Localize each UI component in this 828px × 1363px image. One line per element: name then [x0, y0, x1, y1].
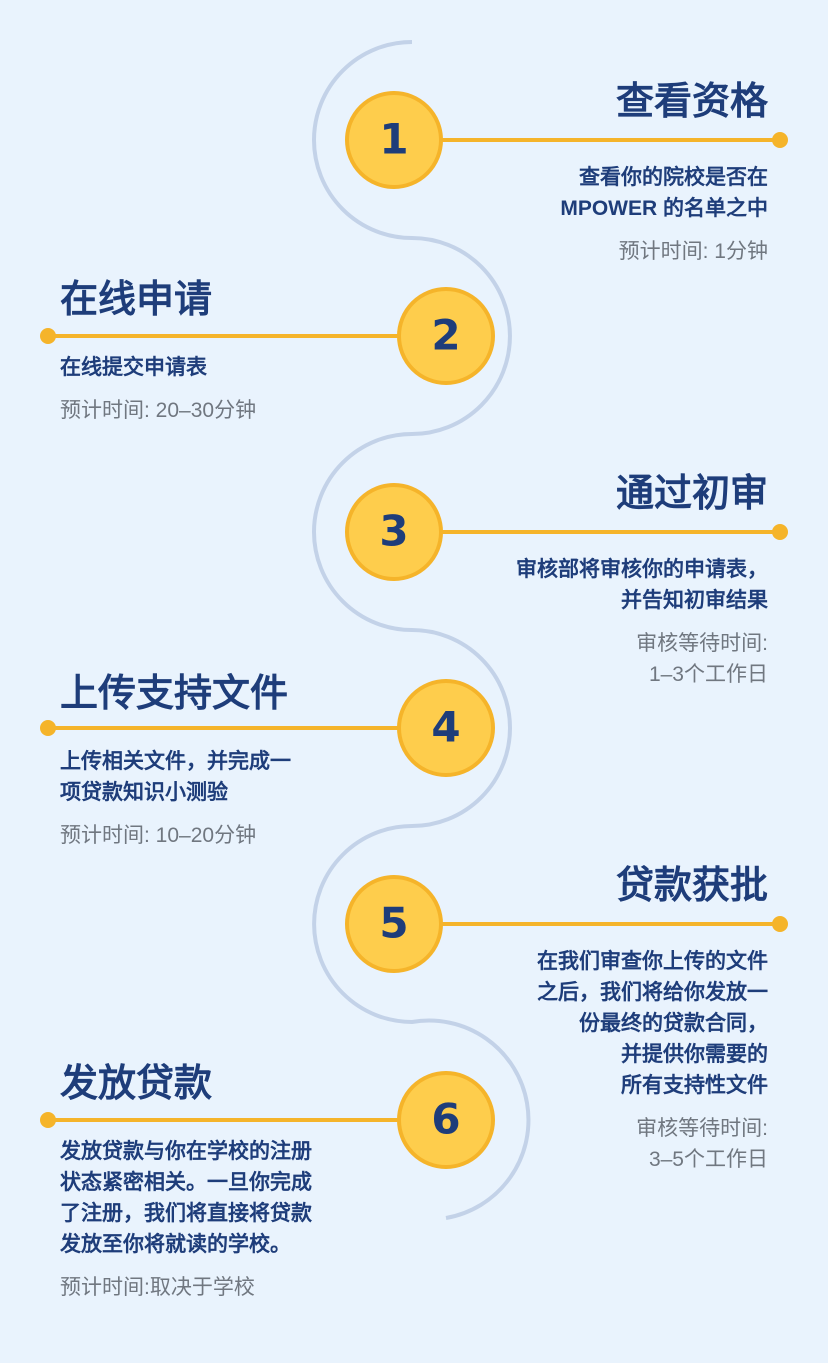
- step-6-connector-dot: [40, 1112, 56, 1128]
- step-3-number: 3: [379, 507, 408, 556]
- step-4-number: 4: [431, 703, 460, 752]
- step-1-title: 查看资格: [615, 81, 768, 123]
- step-4-description: 上传相关文件，并完成一 项贷款知识小测验: [60, 750, 291, 804]
- step-2-marker: [397, 287, 495, 385]
- step-2-time: 预计时间: 20–30分钟: [60, 399, 257, 422]
- step-3: 通过初审 审核部将审核你的申请表， 并告知初审结果 审核等待时间: 1–3个工作…: [516, 472, 768, 690]
- step-5-time: 审核等待时间: 3–5个工作日: [636, 1117, 768, 1171]
- step-2-connector-dot: [40, 328, 56, 344]
- step-1-marker: [345, 91, 443, 189]
- step-markers: 1 2 3 4 5 6: [345, 91, 495, 1169]
- step-4: 上传支持文件 上传相关文件，并完成一 项贷款知识小测验 预计时间: 10–20分…: [60, 672, 291, 851]
- step-5-description: 在我们审查你上传的文件 之后，我们将给你发放一 份最终的贷款合同， 并提供你需要…: [537, 950, 768, 1097]
- step-1: 查看资格 查看你的院校是否在 MPOWER 的名单之中 预计时间: 1分钟: [560, 80, 768, 267]
- step-5-number: 5: [379, 899, 408, 948]
- step-4-title: 上传支持文件: [60, 673, 289, 715]
- step-6-title: 发放贷款: [60, 1063, 213, 1105]
- step-5: 贷款获批 在我们审查你上传的文件 之后，我们将给你发放一 份最终的贷款合同， 并…: [537, 864, 768, 1175]
- step-5-connector-dot: [772, 916, 788, 932]
- step-3-time: 审核等待时间: 1–3个工作日: [636, 632, 768, 686]
- step-6-description: 发放贷款与你在学校的注册 状态紧密相关。一旦你完成 了注册，我们将直接将贷款 发…: [60, 1140, 312, 1256]
- step-3-marker: [345, 483, 443, 581]
- connector-lines: [40, 132, 788, 1128]
- step-2-description: 在线提交申请表: [60, 356, 207, 379]
- step-2-number: 2: [431, 311, 460, 360]
- step-4-time: 预计时间: 10–20分钟: [60, 824, 257, 847]
- step-4-connector-dot: [40, 720, 56, 736]
- step-5-marker: [345, 875, 443, 973]
- step-6-marker: [397, 1071, 495, 1169]
- step-6-number: 6: [431, 1095, 460, 1144]
- winding-path: [312, 40, 531, 1220]
- step-3-title: 通过初审: [615, 473, 768, 515]
- step-6-time: 预计时间:取决于学校: [60, 1276, 255, 1299]
- step-2: 在线申请 在线提交申请表 预计时间: 20–30分钟: [60, 278, 256, 426]
- step-2-title: 在线申请: [60, 279, 213, 321]
- step-4-marker: [397, 679, 495, 777]
- step-1-time: 预计时间: 1分钟: [618, 240, 768, 263]
- step-1-connector-dot: [772, 132, 788, 148]
- step-3-description: 审核部将审核你的申请表， 并告知初审结果: [516, 558, 768, 612]
- step-1-number: 1: [379, 115, 408, 164]
- step-6: 发放贷款 发放贷款与你在学校的注册 状态紧密相关。一旦你完成 了注册，我们将直接…: [60, 1062, 312, 1303]
- step-5-title: 贷款获批: [615, 865, 768, 907]
- step-1-description: 查看你的院校是否在 MPOWER 的名单之中: [560, 166, 768, 220]
- step-3-connector-dot: [772, 524, 788, 540]
